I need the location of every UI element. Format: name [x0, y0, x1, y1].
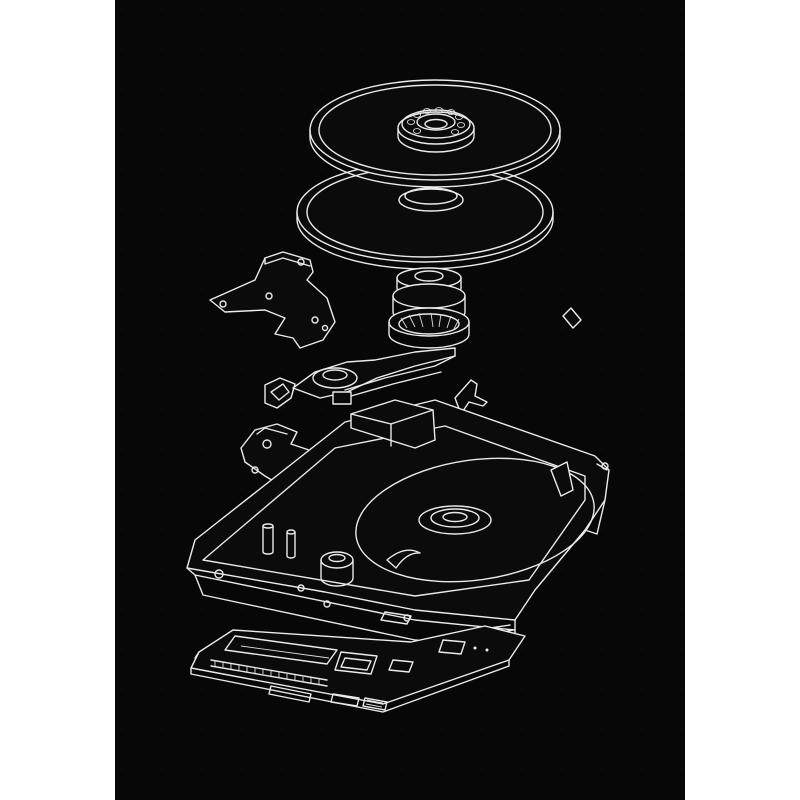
spindle-motor: [388, 267, 470, 349]
base-pins: [262, 523, 296, 559]
actuator-arm: [264, 347, 456, 409]
top-clamp-bracket: [209, 251, 336, 349]
platter-spacer: [398, 187, 464, 212]
tiny-chip: [562, 307, 582, 329]
chip-icon: [334, 651, 378, 675]
voice-coil-post: [320, 551, 354, 587]
blueprint-poster: [115, 0, 685, 800]
base-casting: [186, 399, 610, 651]
spindle-hub: [397, 107, 475, 153]
hard-drive-exploded-diagram: [115, 0, 685, 800]
hub-screw-ring: [406, 107, 466, 135]
circuit-board: [190, 625, 526, 713]
memory-chip: [224, 635, 338, 665]
